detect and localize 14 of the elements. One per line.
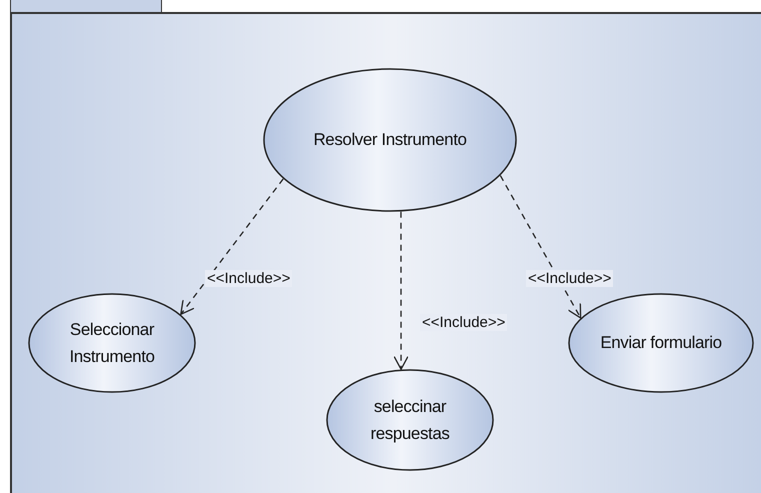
edge-label: <<Include>> xyxy=(420,314,508,331)
include-arrow xyxy=(500,175,582,319)
use-case-name: seleccinar respuestas xyxy=(370,396,450,445)
edge-label: <<Include>> xyxy=(526,270,614,287)
use-case-name: Resolver Instrumento xyxy=(313,129,467,152)
use-case-ellipse xyxy=(326,369,494,471)
use-case-ellipse xyxy=(263,68,517,212)
use-case-name: Seleccionar Instrumento xyxy=(68,318,156,368)
use-case-ellipse xyxy=(568,293,754,393)
use-case-ellipse xyxy=(28,293,196,393)
include-arrow xyxy=(180,178,284,315)
include-arrow xyxy=(393,212,409,370)
use-case-name: Enviar formulario xyxy=(600,332,722,354)
edge-label: <<Include>> xyxy=(205,270,292,287)
